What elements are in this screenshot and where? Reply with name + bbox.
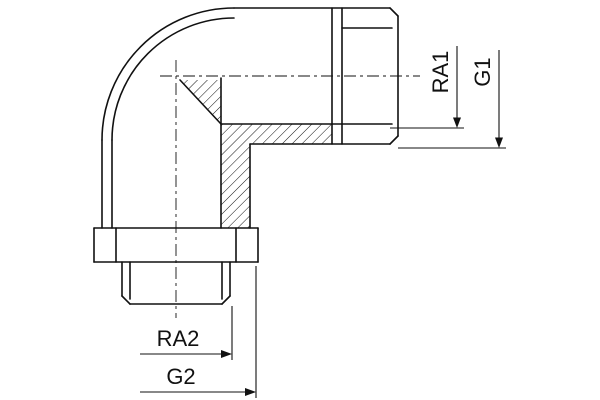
inner-bend-arc — [111, 17, 235, 141]
ra1-arrowhead — [453, 117, 461, 128]
dimension-ra1: RA1 — [390, 46, 464, 129]
bore-transition-line — [179, 79, 222, 125]
ra1-label: RA1 — [428, 51, 453, 94]
outer-bend-arc — [101, 7, 235, 141]
dimension-ra2: RA2 — [140, 306, 233, 360]
thread-chamfer — [221, 295, 231, 305]
ra2-label: RA2 — [157, 326, 200, 351]
thread-chamfer — [389, 135, 399, 145]
g1-label: G1 — [470, 57, 495, 86]
thread-chamfer — [389, 7, 399, 17]
g2-label: G2 — [166, 364, 195, 389]
section-hatching — [180, 80, 332, 228]
elbow-body-outline — [101, 7, 393, 229]
g2-arrowhead — [245, 388, 256, 396]
dimension-g2: G2 — [140, 266, 257, 398]
corner-section-hatch — [221, 124, 332, 228]
male-thread-g1 — [331, 7, 399, 145]
dimension-g1: G1 — [398, 50, 506, 149]
centerlines — [160, 60, 420, 318]
ra2-arrowhead — [221, 350, 232, 358]
thread-chamfer — [121, 295, 131, 305]
g1-arrowhead — [495, 137, 503, 148]
bottom-connector-g2 — [93, 227, 259, 305]
